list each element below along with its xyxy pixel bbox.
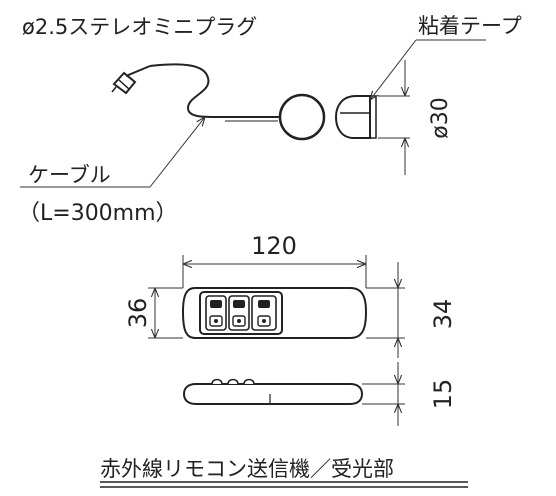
cable-line bbox=[149, 63, 285, 119]
dimension-thickness bbox=[362, 362, 405, 426]
plug-label: ø2.5ステレオミニプラグ bbox=[22, 15, 257, 39]
transmitter-top-view bbox=[181, 287, 368, 339]
cable-length-label: （L=300mm） bbox=[18, 201, 178, 226]
dimension-width bbox=[182, 255, 367, 288]
caption: 赤外線リモコン送信機／受光部 bbox=[100, 457, 394, 481]
dimension-height-left bbox=[148, 287, 183, 339]
cable-leader bbox=[20, 117, 205, 188]
sensor-diameter-label: ø30 bbox=[428, 97, 453, 138]
thickness-label: 15 bbox=[429, 379, 457, 410]
tape-leader bbox=[370, 39, 486, 100]
transmitter-side-view bbox=[182, 378, 364, 405]
tape-label: 粘着テープ bbox=[418, 14, 522, 38]
sensor-side-view bbox=[334, 60, 410, 175]
dimension-height-right bbox=[366, 262, 405, 358]
sensor-front-view bbox=[278, 93, 326, 141]
cable-label: ケーブル bbox=[28, 163, 111, 187]
stereo-mini-plug bbox=[111, 65, 151, 95]
width-label: 120 bbox=[251, 232, 297, 260]
height-left-label: 36 bbox=[124, 298, 152, 329]
height-right-label: 34 bbox=[429, 299, 457, 330]
